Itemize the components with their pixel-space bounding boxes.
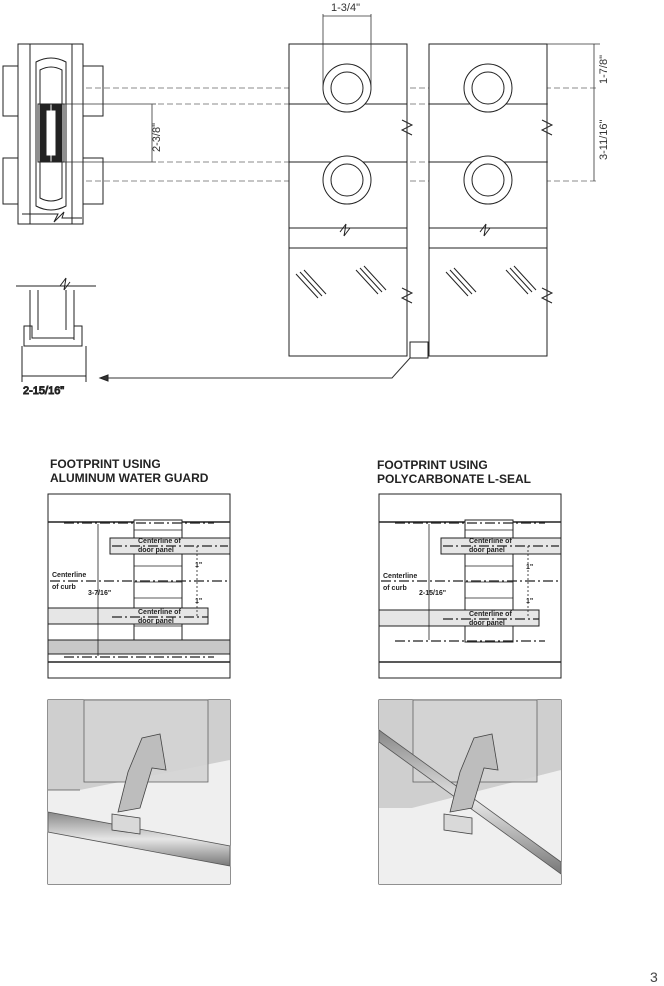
svg-text:Centerline of: Centerline of [138, 609, 181, 616]
svg-text:of curb: of curb [383, 585, 407, 592]
footprint-water-guard-plan [47, 493, 231, 679]
dim-1-3-4: 1-3/4" [322, 2, 372, 90]
footprint-2-title-line2: POLYCARBONATE L-SEAL [377, 472, 531, 486]
svg-text:1": 1" [195, 598, 202, 605]
svg-text:1": 1" [526, 598, 533, 605]
svg-text:Centerline: Centerline [383, 573, 417, 580]
svg-text:Centerline: Centerline [52, 572, 86, 579]
footprint-l-seal-plan [378, 493, 562, 679]
svg-text:door panel: door panel [138, 547, 174, 554]
svg-text:door panel: door panel [138, 618, 174, 625]
footprint-l-seal-title: FOOTPRINT USING POLYCARBONATE L-SEAL [377, 458, 531, 486]
svg-text:1": 1" [195, 562, 202, 569]
footprint-1-title-line1: FOOTPRINT USING [50, 457, 161, 471]
footprint-2-title-line1: FOOTPRINT USING [377, 458, 488, 472]
break-marks [295, 119, 554, 359]
svg-text:door panel: door panel [469, 620, 505, 627]
svg-text:Centerline of: Centerline of [469, 538, 512, 545]
page-number: 3 [650, 969, 658, 985]
svg-text:door panel: door panel [469, 547, 505, 554]
footprint-l-seal-labels: Centerline of door panel Centerline of c… [383, 538, 533, 627]
svg-text:3-7/16": 3-7/16" [88, 590, 111, 597]
render-water-guard [47, 699, 231, 885]
svg-text:1-3/4": 1-3/4" [331, 2, 360, 14]
panel-elevation-left [288, 43, 408, 357]
footprint-water-guard-labels: Centerline of door panel Centerline of c… [52, 538, 202, 625]
footprint-water-guard-title: FOOTPRINT USING ALUMINUM WATER GUARD [50, 457, 209, 485]
seal-section-detail: 2-15/16" [16, 277, 411, 398]
svg-text:2-3/8": 2-3/8" [151, 123, 163, 152]
svg-text:2-15/16": 2-15/16" [419, 590, 446, 597]
svg-text:of curb: of curb [52, 584, 76, 591]
svg-text:3-11/16": 3-11/16" [598, 120, 610, 160]
svg-text:Centerline of: Centerline of [469, 611, 512, 618]
panel-elevation-right [428, 43, 548, 357]
svg-text:Centerline of: Centerline of [138, 538, 181, 545]
render-l-seal [378, 699, 562, 885]
clamp-section-view [2, 43, 104, 225]
dim-right: 1-7/8" 3-11/16" [547, 43, 610, 181]
svg-text:1": 1" [526, 564, 533, 571]
footprint-1-title-line2: ALUMINUM WATER GUARD [50, 471, 209, 485]
svg-text:2-15/16": 2-15/16" [23, 385, 64, 397]
svg-text:1-7/8": 1-7/8" [598, 55, 610, 84]
